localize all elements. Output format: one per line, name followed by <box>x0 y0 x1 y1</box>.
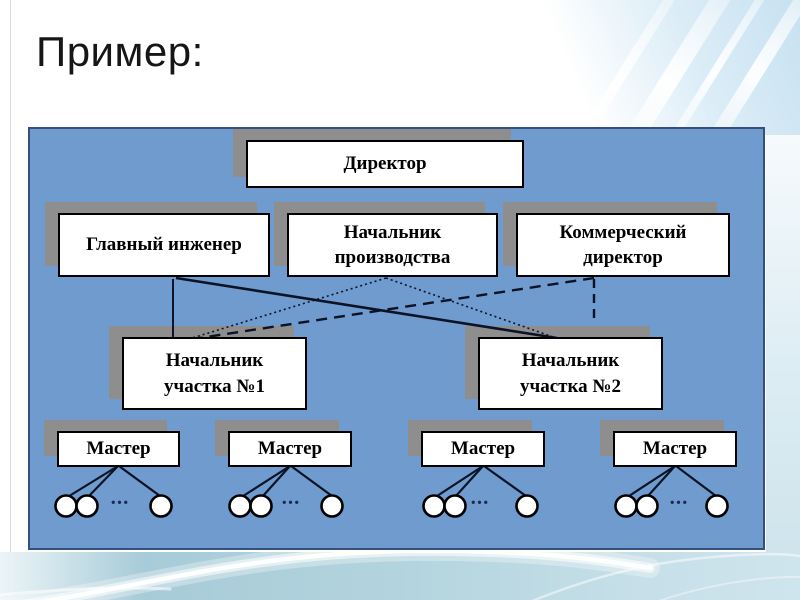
wave-band <box>0 552 800 600</box>
workers-ellipsis-2: ... <box>281 485 301 509</box>
node-production-chief: Начальник производства <box>287 213 498 277</box>
connector-dotted-right <box>385 277 557 339</box>
worker-circle <box>614 494 638 518</box>
worker-circle <box>149 494 173 518</box>
connector-dotted-left <box>188 277 387 340</box>
bottom-wave-decoration <box>0 540 800 600</box>
worker-circle <box>705 494 729 518</box>
bottom-wave-svg <box>0 540 800 600</box>
node-commercial-director: Коммерческий директор <box>516 213 730 277</box>
workers-ellipsis-1: ... <box>110 485 130 509</box>
node-section-chief-2: Начальник участка №2 <box>478 337 663 410</box>
worker-circle <box>320 494 344 518</box>
node-director: Директор <box>246 140 524 188</box>
node-master-3: Мастер <box>421 431 545 467</box>
worker-connectors <box>65 465 717 499</box>
node-section-chief-1: Начальник участка №1 <box>122 337 307 410</box>
node-master-1: Мастер <box>57 431 180 467</box>
worker-circle <box>635 494 659 518</box>
worker-circle <box>249 494 273 518</box>
connector-solid-diagonal <box>175 276 558 340</box>
right-edge-decoration <box>766 135 800 552</box>
connector-dashed-diagonal <box>192 276 595 341</box>
worker-circle <box>515 494 539 518</box>
workers-ellipsis-3: ... <box>470 485 490 509</box>
top-right-decoration <box>525 0 800 135</box>
worker-circle <box>228 494 252 518</box>
workers-ellipsis-4: ... <box>669 485 689 509</box>
node-master-2: Мастер <box>228 431 352 467</box>
worker-circle <box>75 494 99 518</box>
worker-circle <box>443 494 467 518</box>
node-master-4: Мастер <box>613 431 737 467</box>
slide-title: Пример: <box>36 28 204 75</box>
worker-circle <box>422 494 446 518</box>
worker-circle <box>54 494 78 518</box>
left-border-line <box>10 0 11 600</box>
node-chief-engineer: Главный инженер <box>58 213 270 277</box>
worker-circles <box>54 494 729 518</box>
